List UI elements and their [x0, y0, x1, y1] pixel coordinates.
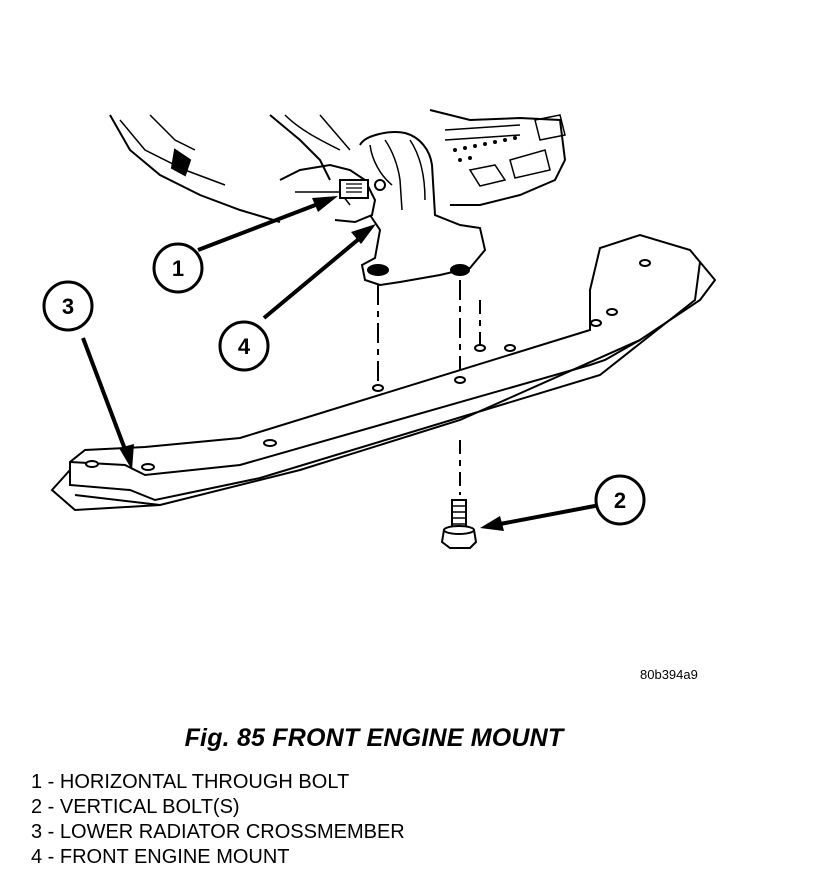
figure-code: 80b394a9 — [640, 667, 698, 682]
figure-caption: Fig. 85 FRONT ENGINE MOUNT — [184, 724, 564, 752]
engine-block-drawing — [109, 109, 567, 287]
callout-4-number: 4 — [238, 334, 251, 359]
callout-3-number: 3 — [62, 294, 74, 319]
callout-4: 4 — [218, 320, 270, 372]
callout-2: 2 — [594, 474, 646, 526]
vertical-bolt-drawing — [440, 499, 478, 549]
callout-1-number: 1 — [172, 256, 184, 281]
legend-item: 4 - FRONT ENGINE MOUNT — [31, 846, 290, 868]
callout-3: 3 — [42, 280, 94, 332]
engine-mount-diagram: 1 4 3 2 — [42, 109, 717, 549]
callout-legend: 1 - HORIZONTAL THROUGH BOLT 2 - VERTICAL… — [31, 770, 405, 870]
callout-2-number: 2 — [614, 488, 626, 513]
alignment-lines — [377, 280, 481, 495]
crossmember-drawing — [50, 233, 717, 512]
leader-arrows — [81, 196, 601, 531]
legend-item: 3 - LOWER RADIATOR CROSSMEMBER — [31, 821, 405, 843]
legend-item: 1 - HORIZONTAL THROUGH BOLT — [31, 771, 350, 793]
legend-item: 2 - VERTICAL BOLT(S) — [31, 796, 240, 818]
callout-1: 1 — [152, 242, 204, 294]
